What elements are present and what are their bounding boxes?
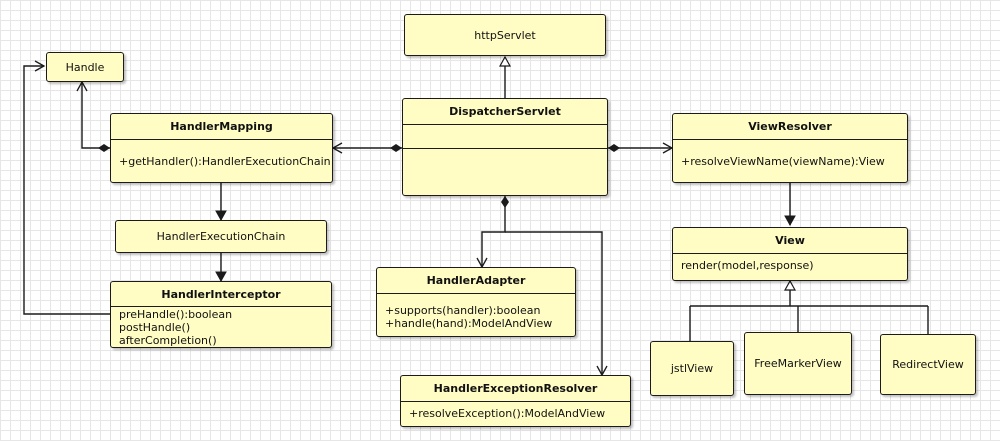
handlerinterceptor-method-posthandle: postHandle() [119,321,191,334]
handleradapter-methods: +supports(handler):boolean +handle(hand)… [377,294,575,333]
httpservlet-class[interactable]: httpServlet [404,14,606,56]
handlerexecutionchain-name: HandlerExecutionChain [156,230,286,243]
dispatcherservlet-attributes [403,125,607,149]
handle-class[interactable]: Handle [46,52,124,82]
viewresolver-name: ViewResolver [673,114,907,140]
view-method: render(model,response) [681,259,814,272]
freemarkerview-name: FreeMarkerView [754,357,842,370]
handlerexceptionresolver-methods: +resolveException():ModelAndView [401,402,630,423]
handleradapter-class[interactable]: HandlerAdapter +supports(handler):boolea… [376,267,576,337]
handlerinterceptor-method-prehandle: preHandle():boolean [119,308,233,321]
view-class[interactable]: View render(model,response) [672,227,908,281]
handleradapter-method-handle: +handle(hand):ModelAndView [385,317,553,330]
dispatcher-exceptionresolver-edge [505,231,608,377]
interceptor-handle-edge [23,60,110,315]
redirectview-class[interactable]: RedirectView [880,334,976,395]
viewresolver-methods: +resolveViewName(viewName):View [673,140,907,171]
handlerexceptionresolver-name: HandlerExceptionResolver [401,376,630,402]
jstlview-class[interactable]: jstlView [650,341,734,396]
viewresolver-method: +resolveViewName(viewName):View [681,155,885,168]
view-name: View [673,228,907,254]
view-methods: render(model,response) [673,254,907,275]
handlermapping-name: HandlerMapping [111,114,332,140]
handlerexceptionresolver-class[interactable]: HandlerExceptionResolver +resolveExcepti… [400,375,631,427]
handlerinterceptor-class[interactable]: HandlerInterceptor preHandle():boolean p… [110,281,332,348]
redirectview-name: RedirectView [892,358,964,371]
handlerinterceptor-name: HandlerInterceptor [111,282,331,307]
handlerinterceptor-methods: preHandle():boolean postHandle() afterCo… [111,307,331,348]
handlerexceptionresolver-method: +resolveException():ModelAndView [409,407,606,420]
handlermapping-methods: +getHandler():HandlerExecutionChain [111,140,332,171]
jstlview-name: jstlView [670,362,714,375]
handle-name: Handle [65,60,105,74]
handlerexecutionchain-class[interactable]: HandlerExecutionChain [115,220,327,253]
dispatcherservlet-class[interactable]: DispatcherServlet [402,98,608,196]
handleradapter-name: HandlerAdapter [377,268,575,294]
handlermapping-method: +getHandler():HandlerExecutionChain [119,155,331,168]
handlerinterceptor-method-aftercompletion: afterCompletion() [119,334,217,347]
dispatcher-adapter-edge [476,196,509,269]
freemarkerview-class[interactable]: FreeMarkerView [744,332,852,395]
viewresolver-class[interactable]: ViewResolver +resolveViewName(viewName):… [672,113,908,183]
handleradapter-method-supports: +supports(handler):boolean [385,304,541,317]
httpservlet-name: httpServlet [474,28,536,42]
dispatcherservlet-name: DispatcherServlet [403,99,607,125]
handlermapping-handle-edge [76,80,110,152]
handlermapping-class[interactable]: HandlerMapping +getHandler():HandlerExec… [110,113,333,183]
